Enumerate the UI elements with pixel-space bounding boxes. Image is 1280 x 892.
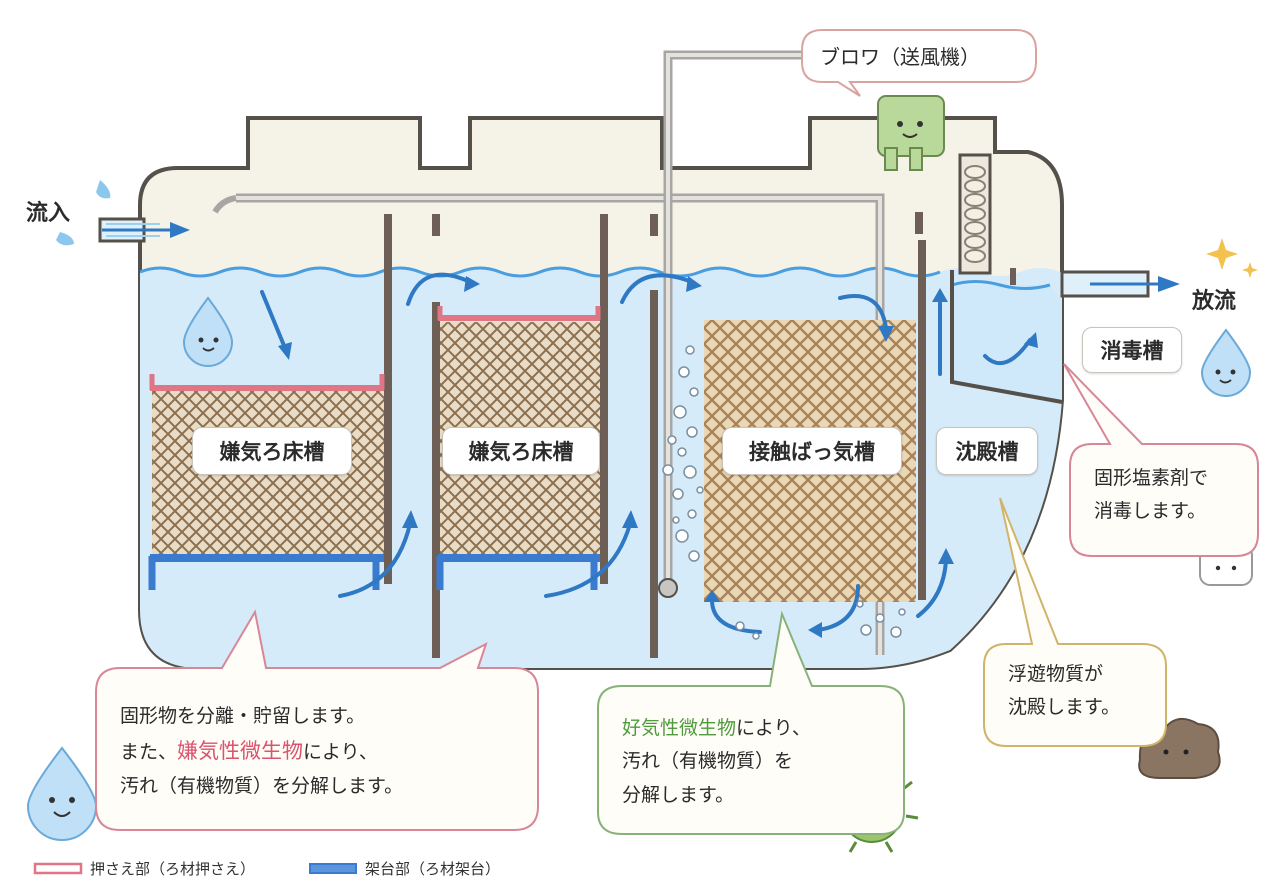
callout-aerobic-line1: 好気性微生物により、 — [622, 717, 811, 739]
aerobic-microbe-highlight: 好気性微生物 — [622, 717, 737, 739]
callout-outline-sediment — [983, 497, 1167, 747]
legend-press: 押さえ部（ろ材押さえ） — [90, 858, 255, 879]
callout-outline-chlorine — [1063, 363, 1259, 557]
callout-outline-anaerobic — [95, 609, 539, 831]
blower-label: ブロワ（送風機） — [820, 45, 980, 69]
anaerobic-microbe-highlight: 嫌気性微生物 — [177, 739, 304, 764]
callout-anaerobic-line3: 汚れ（有機物質）を分解します。 — [120, 775, 404, 797]
anaerobic-tank-2-label: 嫌気ろ床槽 — [442, 427, 600, 475]
legend-stand: 架台部（ろ材架台） — [365, 858, 500, 879]
callout-anaerobic-line2: また、嫌気性微生物により、 — [120, 739, 378, 764]
callout-sediment-line1: 浮遊物質が — [1008, 663, 1104, 685]
legend-swatch-press — [33, 862, 83, 875]
outflow-label: 放流 — [1192, 289, 1237, 314]
callout-anaerobic-line1: 固形物を分離・貯留します。 — [120, 705, 366, 727]
callout-sediment: 浮遊物質が 沈殿します。 — [986, 648, 1166, 735]
callout-aerobic-line2: 汚れ（有機物質）を — [622, 750, 794, 773]
callout-aerobic: 好気性微生物により、 汚れ（有機物質）を 分解します。 — [600, 694, 900, 830]
sparkle-icon — [1206, 238, 1258, 278]
inflow-pipe — [98, 217, 190, 243]
legend-stand-label: 架台部（ろ材架台） — [365, 860, 501, 878]
water-drop-character-2 — [1200, 328, 1252, 397]
callout-aerobic-line3: 分解します。 — [622, 783, 735, 806]
flow-arrows — [260, 272, 1032, 634]
arrow-heads — [278, 276, 1038, 638]
inflow-label: 流入 — [26, 201, 71, 226]
callout-chlorine-line1: 固形塩素剤で — [1094, 467, 1209, 489]
disinfection-chamber — [950, 153, 1063, 404]
blower-label-outline — [801, 29, 1037, 97]
outflow-pipe — [1060, 270, 1180, 298]
callout-outline-aerobic — [597, 610, 905, 835]
water-drop-character-3 — [26, 746, 98, 841]
water-drop-character-1 — [182, 296, 234, 367]
disinfection-tank-label: 消毒槽 — [1082, 327, 1182, 373]
callout-chlorine: 固形塩素剤で 消毒します。 — [1072, 450, 1258, 541]
diffuser-ball — [658, 578, 678, 598]
callout-sediment-line2: 沈殿します。 — [1008, 696, 1121, 719]
legend-swatch-stand — [309, 863, 357, 874]
water-splash-icon — [56, 180, 111, 246]
anaerobic-media-1 — [148, 374, 385, 590]
callout-anaerobic: 固形物を分離・貯留します。 また、嫌気性微生物により、 汚れ（有機物質）を分解し… — [98, 682, 538, 821]
air-bubbles — [662, 345, 906, 640]
sedimentation-tank-label: 沈殿槽 — [936, 427, 1038, 475]
legend-press-label: 押さえ部（ろ材押さえ） — [90, 860, 256, 878]
callout-chlorine-line2: 消毒します。 — [1094, 500, 1207, 523]
blower-unit — [877, 95, 945, 171]
aeration-tank-label: 接触ばっ気槽 — [722, 427, 902, 475]
anaerobic-tank-1-label: 嫌気ろ床槽 — [192, 427, 352, 475]
